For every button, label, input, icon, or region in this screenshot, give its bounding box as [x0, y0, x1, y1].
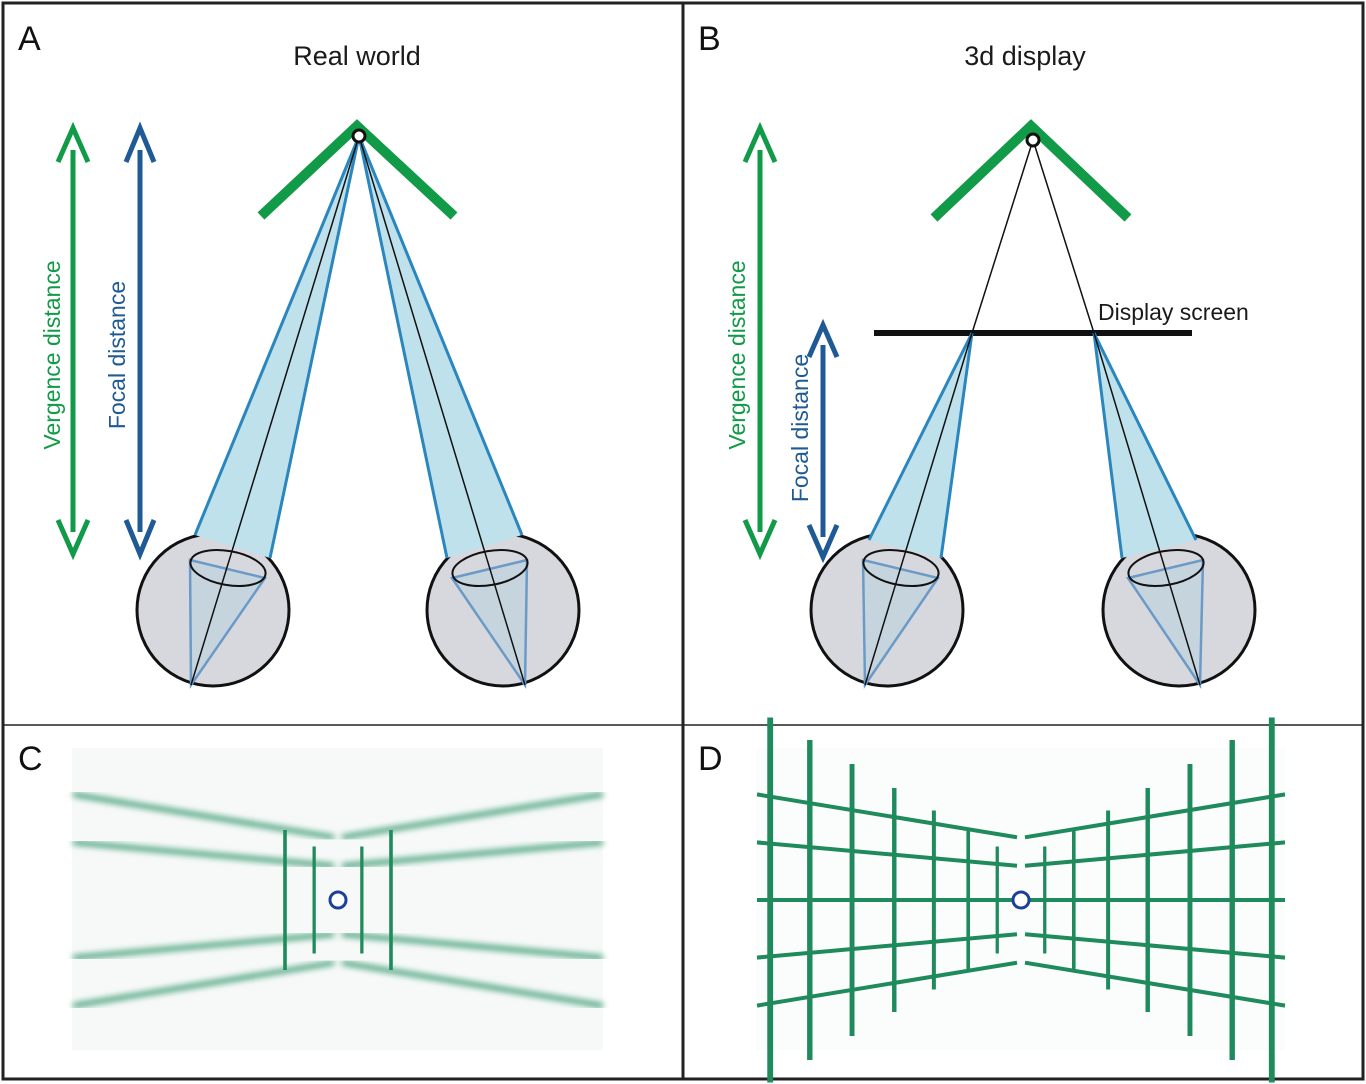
object-corner-b: [930, 119, 1132, 222]
panel-letter-a: A: [18, 20, 41, 58]
focal-arrow-icon: [123, 121, 157, 561]
grid-horizontal-line: [341, 792, 604, 840]
object-corner-a: [257, 119, 458, 220]
grid-horizontal-line: [341, 960, 604, 1008]
grid-horizontal-line: [756, 792, 1018, 840]
grid-horizontal-line: [1024, 960, 1286, 1008]
panel-d: D: [698, 717, 1286, 1083]
fixation-point-a: [351, 128, 367, 144]
fixation-ring-icon: [328, 890, 348, 910]
vergence-arrow-icon: [55, 121, 91, 561]
grid-horizontal-line: [1024, 840, 1286, 868]
blurred-grid: [72, 717, 604, 1083]
sharp-grid: [756, 717, 1286, 1083]
panel-a: A Real world Vergence distance Focal dis…: [18, 20, 581, 689]
grid-horizontal-line: [72, 792, 335, 840]
panel-title-b: 3d display: [964, 41, 1086, 71]
grid-horizontal-line: [341, 932, 604, 960]
panel-title-a: Real world: [293, 41, 421, 71]
focal-distance-label-b: Focal distance: [787, 354, 813, 502]
panel-letter-c: C: [18, 740, 43, 778]
panel-b: B 3d display Vergence distance Focal dis…: [698, 20, 1257, 689]
grid-horizontal-line: [756, 960, 1018, 1008]
left-eye-b: [809, 332, 974, 689]
left-eye-a: [135, 135, 361, 689]
vergence-distance-label-a: Vergence distance: [39, 260, 65, 449]
right-eye-a: [357, 135, 581, 689]
focal-arrow-icon: [806, 318, 840, 564]
grid-horizontal-line: [1024, 932, 1286, 960]
grid-horizontal-line: [72, 960, 335, 1008]
panel-c: C: [18, 717, 604, 1083]
vergence-arrow-icon: [742, 121, 778, 561]
display-screen-label: Display screen: [1098, 299, 1249, 325]
fixation-ring-icon: [1011, 890, 1031, 910]
fixation-point-b: [1025, 132, 1041, 148]
grid-horizontal-line: [341, 840, 604, 868]
panel-letter-b: B: [698, 20, 721, 58]
grid-horizontal-line: [72, 932, 335, 960]
grid-horizontal-line: [72, 840, 335, 868]
right-eye-b: [1092, 332, 1257, 689]
sharp-center-grid: [283, 830, 393, 970]
grid-horizontal-line: [1024, 792, 1286, 840]
vergence-distance-label-b: Vergence distance: [724, 260, 750, 449]
panel-letter-d: D: [698, 740, 723, 778]
grid-horizontal-line: [756, 932, 1018, 960]
grid-horizontal-line: [756, 840, 1018, 868]
focal-distance-label-a: Focal distance: [104, 281, 130, 429]
